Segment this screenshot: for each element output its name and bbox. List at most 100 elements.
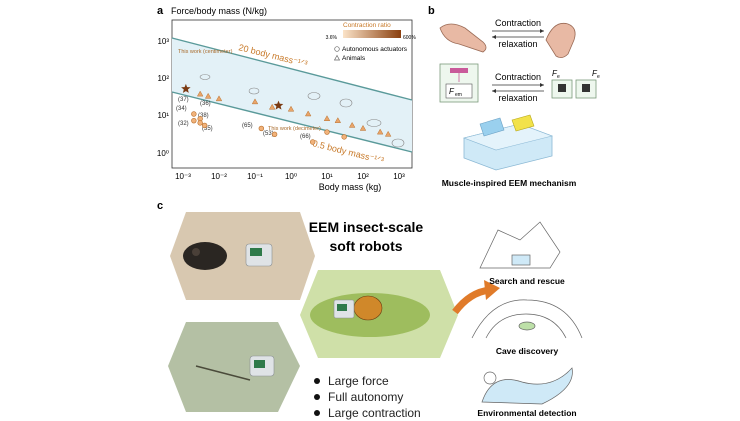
upper-scaling-line <box>171 37 413 101</box>
legend-animals: Animals <box>342 55 366 62</box>
animal-point <box>334 117 342 123</box>
fe-sub-left: e <box>557 74 560 80</box>
x-tick: 10⁻³ <box>175 172 191 181</box>
fem-sub: em <box>455 92 462 98</box>
panel-c-title-line1: EEM insect-scale <box>309 219 424 235</box>
relaxation-text-1: relaxation <box>498 39 537 49</box>
data-points <box>181 83 392 145</box>
photo-beetle <box>300 270 458 358</box>
this-work-star <box>273 100 284 110</box>
photo-cricket <box>168 322 300 412</box>
feature-item: Large contraction <box>312 405 452 421</box>
app-search-rescue-illustration <box>479 221 561 269</box>
legend-min: 3.6% <box>326 35 338 41</box>
animal-point <box>196 90 204 97</box>
panel-c-label: c <box>157 200 163 212</box>
feature-item: Large force <box>312 373 452 389</box>
arrowhead <box>492 35 496 39</box>
x-tick: 10⁻² <box>211 172 227 181</box>
colorbar <box>343 30 401 38</box>
ref-tag: (38) <box>198 113 209 119</box>
actuator-point <box>258 125 265 132</box>
relaxation-text-2: relaxation <box>498 93 537 103</box>
photo-spider <box>170 212 315 300</box>
arrowhead <box>540 83 544 87</box>
x-tick: 10³ <box>393 172 405 181</box>
panel-a-label: a <box>157 5 164 17</box>
fe-label-left: F <box>552 69 558 78</box>
app-label-3: Environmental detection <box>477 408 576 418</box>
x-tick: 10² <box>357 172 369 181</box>
animal-point <box>204 92 212 99</box>
actuator-point <box>197 120 203 126</box>
legend-actuators: Autonomous actuators <box>342 46 408 53</box>
ref-tag: (53) <box>263 131 274 137</box>
eem-diagram-contracted: F e F e <box>551 69 600 99</box>
app-cave-illustration <box>471 299 583 339</box>
arrowhead <box>540 29 544 33</box>
animal-point <box>287 105 295 112</box>
arrowhead <box>484 280 500 300</box>
lower-scaling-line <box>171 91 413 153</box>
animal-point <box>268 103 276 110</box>
animal-silhouettes <box>199 74 405 148</box>
actuator-point <box>191 117 197 124</box>
legend: Contraction ratio 3.6% 600% Autonomous a… <box>326 22 417 62</box>
actuator-point <box>324 129 330 135</box>
ref-tag: (34) <box>176 106 187 112</box>
panel-b-caption: Muscle-inspired EEM mechanism <box>442 178 577 188</box>
app-environment-illustration <box>481 367 573 405</box>
x-tick: 10⁻¹ <box>247 172 263 181</box>
y-tick: 10⁰ <box>157 149 169 158</box>
actuator-point <box>191 111 197 117</box>
ref-tag: (35) <box>202 126 213 132</box>
legend-circle-marker <box>334 46 340 52</box>
actuator-point <box>341 134 347 140</box>
app-label-2: Cave discovery <box>496 346 559 356</box>
fe-label-right: F <box>592 69 598 78</box>
panel-c-title-line2: soft robots <box>329 238 402 254</box>
animal-point <box>384 130 392 137</box>
y-tick: 10³ <box>157 37 169 46</box>
contraction-text-1: Contraction <box>495 18 541 28</box>
x-tick: 10⁰ <box>285 172 297 181</box>
annotation-centimeter: This work (centimeter) <box>178 49 233 55</box>
animal-point <box>376 128 384 135</box>
legend-title: Contraction ratio <box>343 22 391 29</box>
feature-item: Full autonomy <box>312 389 452 405</box>
legend-max: 600% <box>403 35 416 41</box>
ref-tag: (37) <box>178 97 189 103</box>
arm-illustration <box>439 22 576 58</box>
actuator-point <box>309 139 316 145</box>
x-tick: 10¹ <box>321 172 333 181</box>
this-work-star <box>181 83 191 93</box>
contraction-text-2: Contraction <box>495 72 541 82</box>
fem-label: F <box>449 87 455 96</box>
animal-point <box>323 115 331 121</box>
ref-tag: (36) <box>200 101 211 107</box>
ref-tag: (66) <box>300 134 311 140</box>
animal-point <box>215 95 223 102</box>
feature-list: Large force Full autonomy Large contract… <box>312 373 452 421</box>
y-axis-label: Force/body mass (N/kg) <box>171 6 267 16</box>
animal-point <box>304 110 312 117</box>
ref-tag: (65) <box>242 123 253 129</box>
legend-triangle-marker <box>333 54 341 61</box>
arrowhead <box>492 89 496 93</box>
animal-point <box>359 124 367 131</box>
animal-point <box>348 121 356 128</box>
eem-3d-model <box>462 114 554 171</box>
app-label-1: Search and rescue <box>489 276 565 286</box>
arrow-to-applications <box>452 286 491 315</box>
panel-b-label: b <box>428 5 435 17</box>
fe-sub-right: e <box>597 74 600 80</box>
actuator-point <box>201 122 208 129</box>
y-tick: 10² <box>157 74 169 83</box>
actuator-point <box>271 131 278 138</box>
eem-diagram-relaxed: F em <box>439 63 479 103</box>
annotation-decimeter: This work (decimeter) <box>268 126 321 132</box>
y-tick: 10¹ <box>157 111 169 120</box>
x-axis-label: Body mass (kg) <box>319 182 382 192</box>
ref-tag: (32) <box>178 121 189 127</box>
